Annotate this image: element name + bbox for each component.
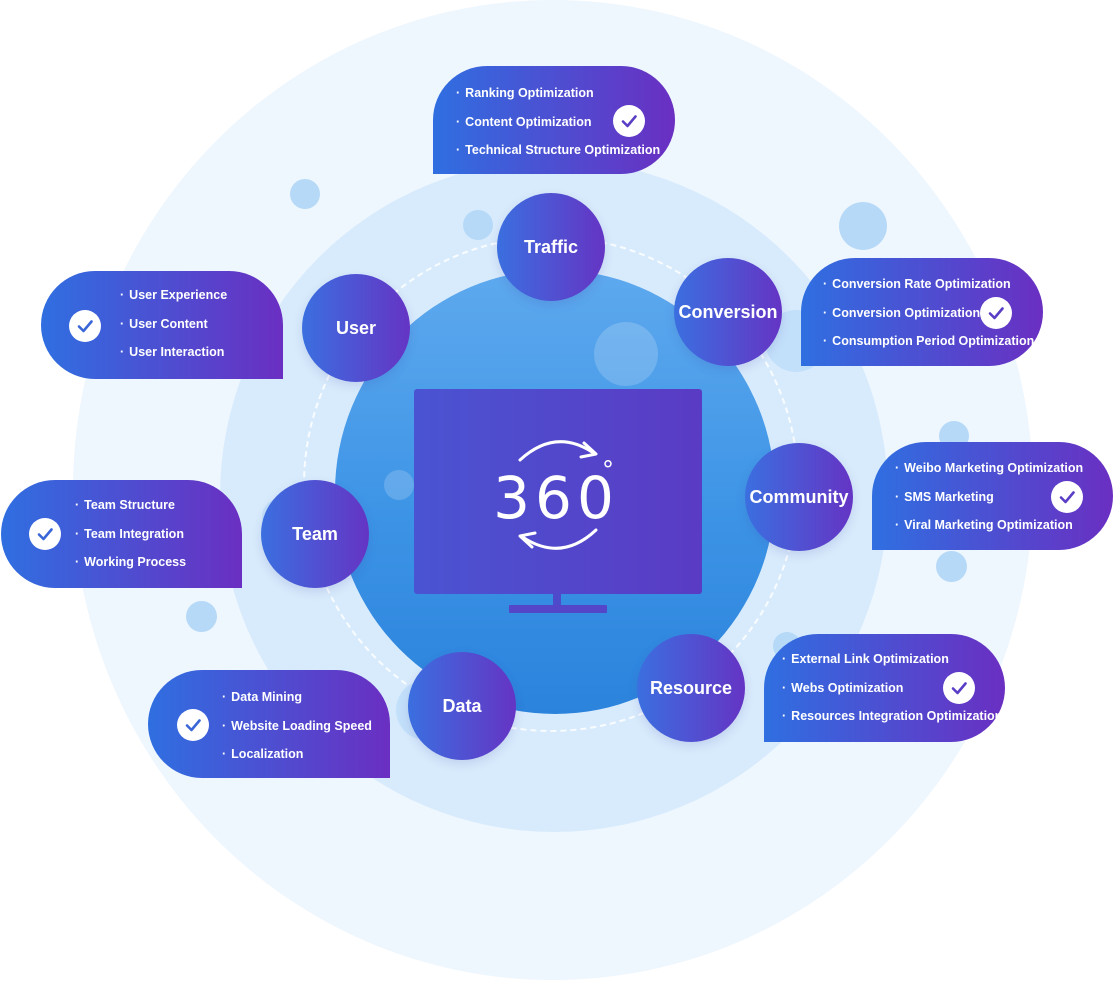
decor-dot bbox=[463, 210, 493, 240]
check-icon bbox=[613, 105, 645, 137]
degree-symbol: ° bbox=[602, 456, 614, 484]
list-item: Working Process bbox=[75, 548, 186, 577]
node-label: User bbox=[335, 317, 377, 338]
list-item: Content Optimization bbox=[456, 108, 660, 137]
node-label: Traffic bbox=[523, 236, 579, 257]
decor-dot bbox=[936, 551, 967, 582]
node-label: Team bbox=[292, 523, 338, 544]
node-label: Community bbox=[749, 486, 849, 507]
check-icon bbox=[29, 518, 61, 550]
logo-360: 360 ° bbox=[493, 440, 619, 550]
list-item: External Link Optimization bbox=[782, 645, 1002, 674]
list-item: Ranking Optimization bbox=[456, 79, 660, 108]
card-user: User Experience User Content User Intera… bbox=[41, 271, 283, 379]
decor-dot bbox=[384, 470, 414, 500]
list-item: SMS Marketing bbox=[895, 483, 1083, 512]
list-item: Consumption Period Optimization bbox=[823, 327, 1034, 356]
monitor-screen bbox=[414, 389, 702, 594]
list-item: Team Integration bbox=[75, 520, 186, 549]
card-team: Team Structure Team Integration Working … bbox=[1, 480, 242, 588]
card-list: Conversion Rate Optimization Conversion … bbox=[823, 270, 1034, 356]
check-icon bbox=[943, 672, 975, 704]
list-item: Weibo Marketing Optimization bbox=[895, 454, 1083, 483]
node-label: Resource bbox=[649, 677, 733, 698]
card-resource: External Link Optimization Webs Optimiza… bbox=[764, 634, 1005, 742]
list-item: Webs Optimization bbox=[782, 674, 1002, 703]
logo-360-text: 360 bbox=[493, 464, 619, 532]
card-list: Team Structure Team Integration Working … bbox=[75, 491, 186, 577]
decor-dot bbox=[186, 601, 217, 632]
card-list: Ranking Optimization Content Optimizatio… bbox=[456, 79, 660, 165]
list-item: Technical Structure Optimization bbox=[456, 136, 660, 165]
list-item: User Experience bbox=[120, 281, 227, 310]
list-item: Data Mining bbox=[222, 683, 372, 712]
card-traffic: Ranking Optimization Content Optimizatio… bbox=[433, 66, 675, 174]
node-user[interactable]: User bbox=[302, 274, 410, 382]
list-item: User Interaction bbox=[120, 338, 227, 367]
node-label: Conversion bbox=[678, 301, 778, 322]
node-conversion[interactable]: Conversion bbox=[674, 258, 782, 366]
node-resource[interactable]: Resource bbox=[637, 634, 745, 742]
card-conversion: Conversion Rate Optimization Conversion … bbox=[801, 258, 1043, 366]
node-team[interactable]: Team bbox=[261, 480, 369, 588]
card-community: Weibo Marketing Optimization SMS Marketi… bbox=[872, 442, 1113, 550]
node-label: Data bbox=[442, 695, 482, 716]
card-list: User Experience User Content User Intera… bbox=[120, 281, 227, 367]
list-item: Conversion Rate Optimization bbox=[823, 270, 1034, 299]
node-data[interactable]: Data bbox=[408, 652, 516, 760]
check-icon bbox=[1051, 481, 1083, 513]
list-item: Localization bbox=[222, 740, 372, 769]
node-community[interactable]: Community bbox=[745, 443, 853, 551]
node-traffic[interactable]: Traffic bbox=[497, 193, 605, 301]
list-item: Conversion Optimization bbox=[823, 299, 1034, 328]
list-item: Website Loading Speed bbox=[222, 712, 372, 741]
check-icon bbox=[980, 297, 1012, 329]
card-list: Weibo Marketing Optimization SMS Marketi… bbox=[895, 454, 1083, 540]
list-item: User Content bbox=[120, 310, 227, 339]
decor-dot bbox=[594, 322, 658, 386]
card-data: Data Mining Website Loading Speed Locali… bbox=[148, 670, 390, 778]
list-item: Team Structure bbox=[75, 491, 186, 520]
list-item: Resources Integration Optimization bbox=[782, 702, 1002, 731]
list-item: Viral Marketing Optimization bbox=[895, 511, 1083, 540]
decor-dot bbox=[839, 202, 887, 250]
monitor-base bbox=[509, 605, 607, 613]
decor-dot bbox=[290, 179, 320, 209]
card-list: Data Mining Website Loading Speed Locali… bbox=[222, 683, 372, 769]
monitor-stand bbox=[553, 594, 561, 606]
check-icon bbox=[69, 310, 101, 342]
card-list: External Link Optimization Webs Optimiza… bbox=[782, 645, 1002, 731]
check-icon bbox=[177, 709, 209, 741]
